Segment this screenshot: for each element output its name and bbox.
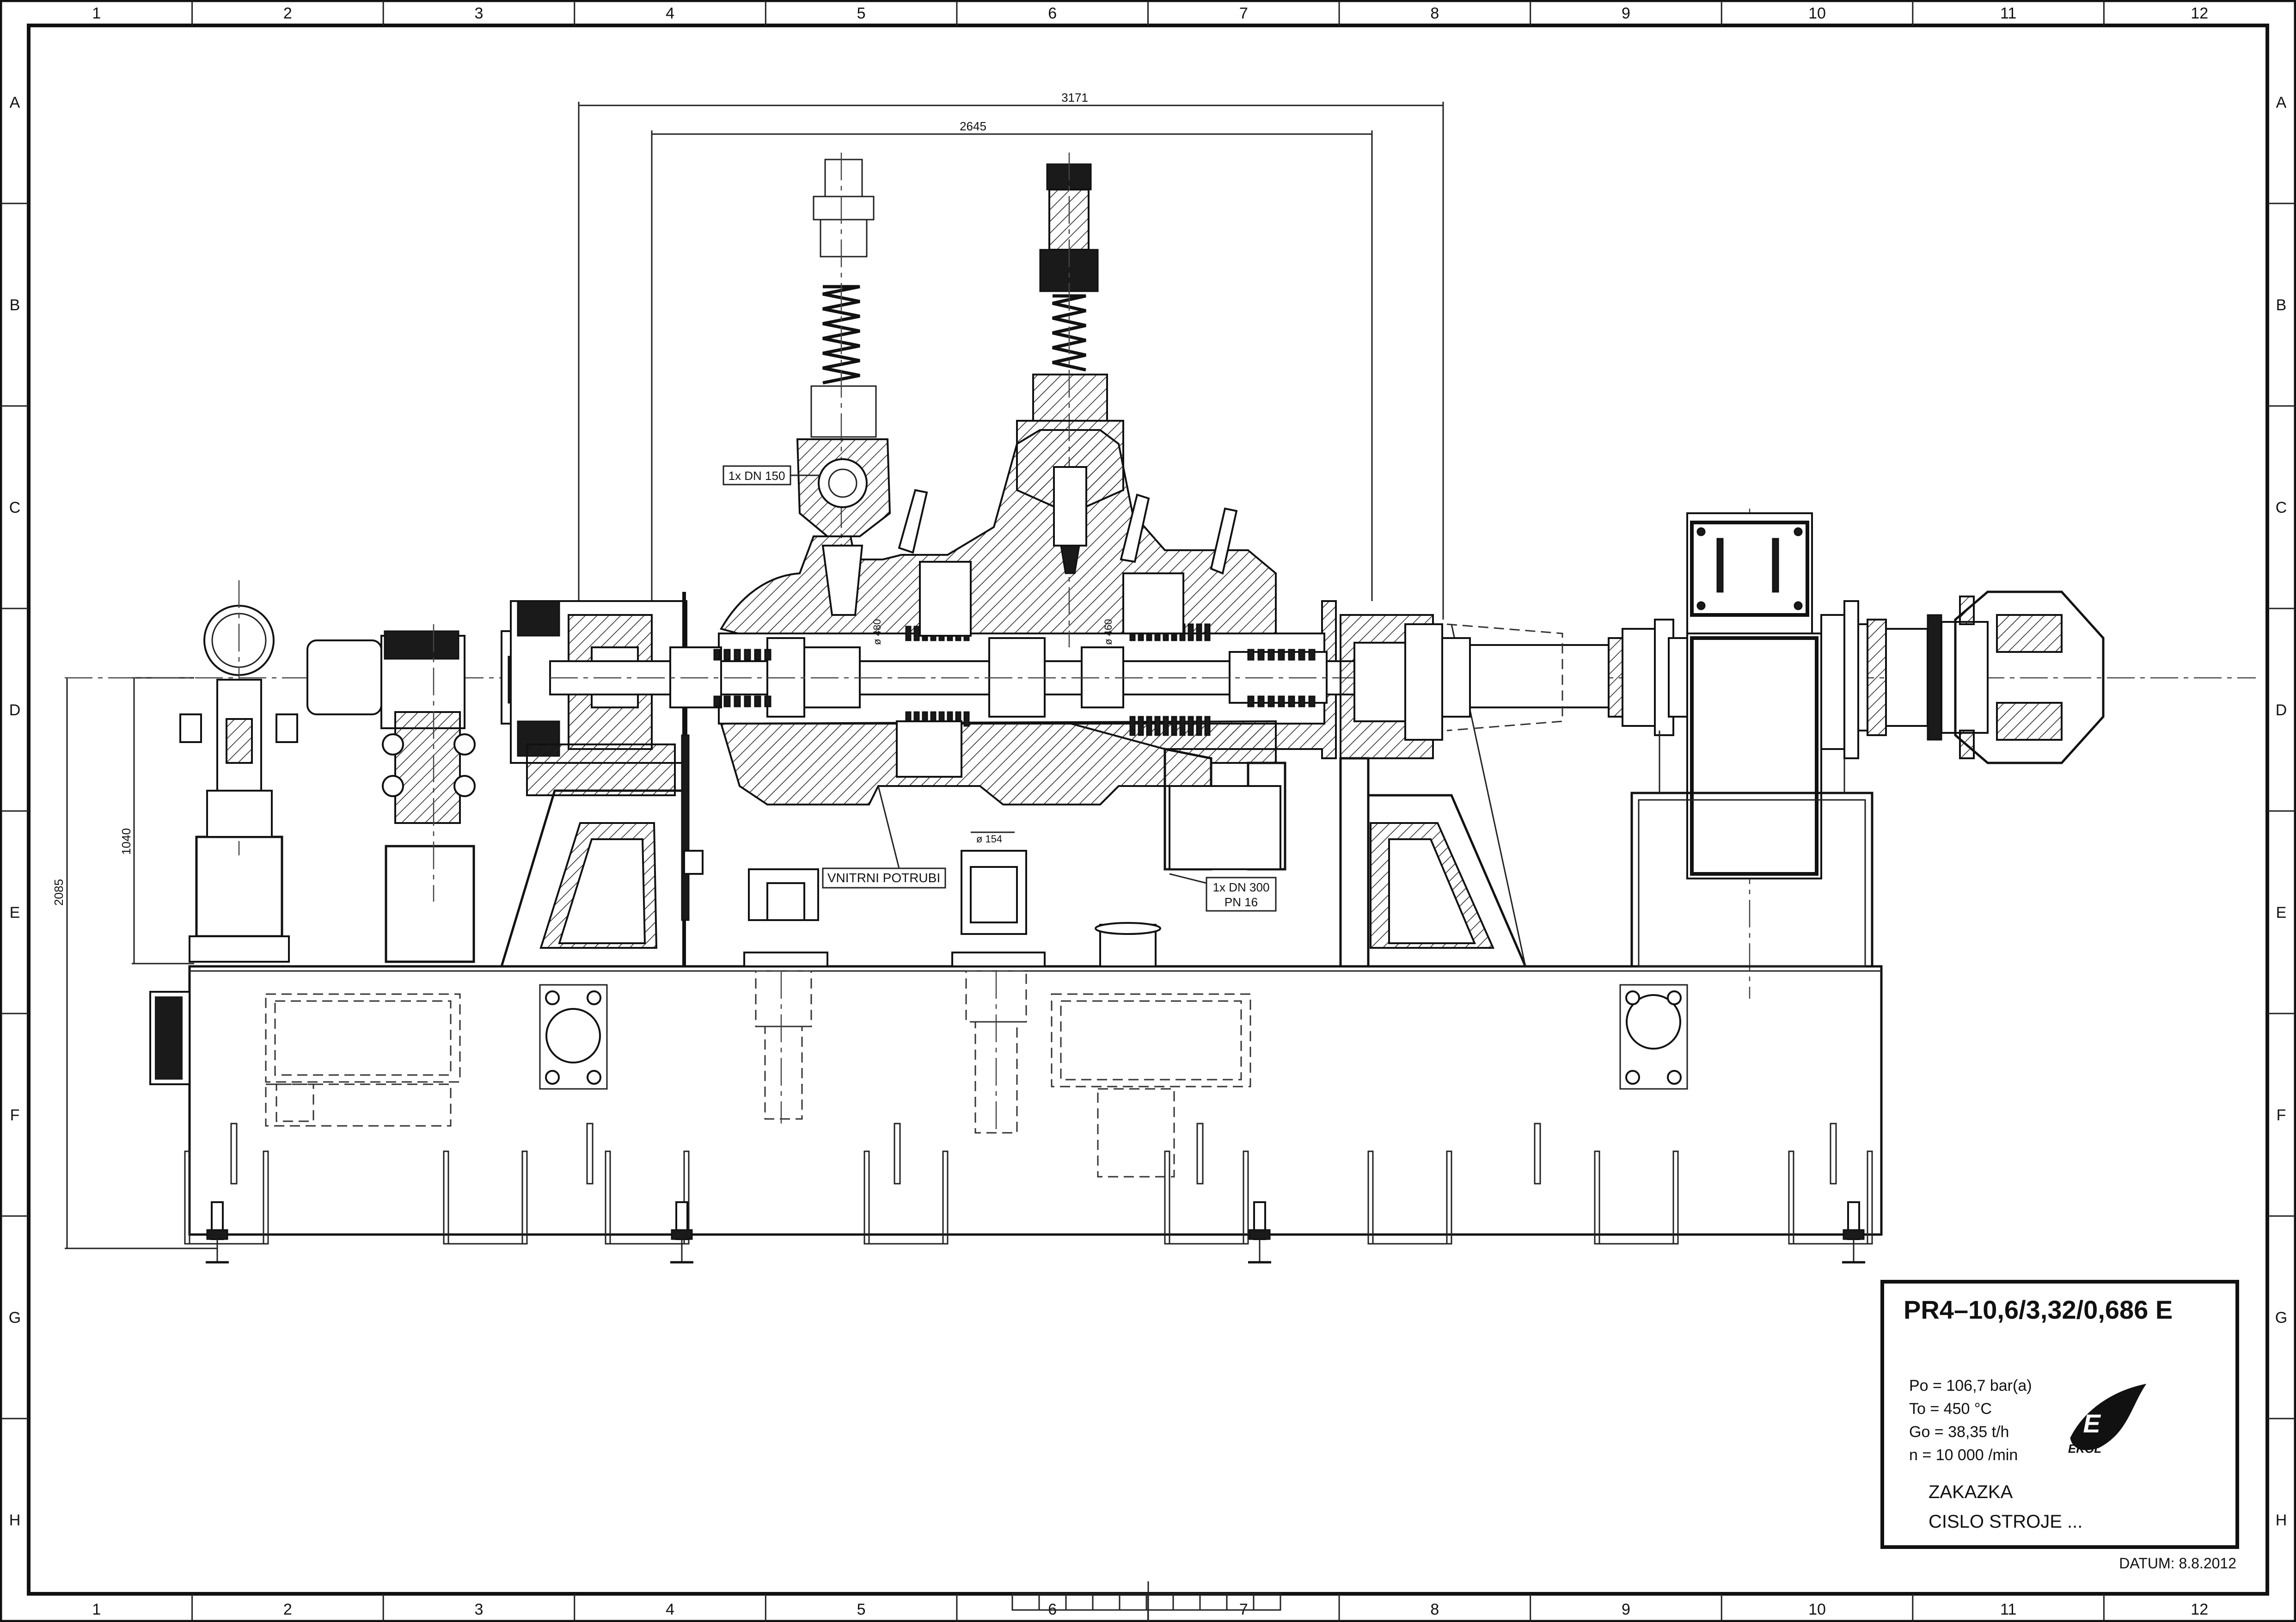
row-label-right-H: H xyxy=(2276,1511,2287,1529)
column-label-bottom-11: 11 xyxy=(2000,1601,2016,1618)
model-designation: PR4–10,6/3,32/0,686 E xyxy=(1904,1295,2173,1324)
rotor-shaft xyxy=(549,637,1419,718)
labyrinth-seals xyxy=(713,649,1419,707)
row-label-left-G: G xyxy=(9,1309,21,1327)
title-block: PR4–10,6/3,32/0,686 E Po = 106,7 bar(a) … xyxy=(1880,1280,2239,1572)
column-label-top-1: 1 xyxy=(92,5,101,22)
column-label-top-10: 10 xyxy=(1808,5,1826,22)
oil-pump-unit xyxy=(179,580,298,963)
row-label-right-B: B xyxy=(2276,296,2287,314)
column-label-bottom-5: 5 xyxy=(857,1601,866,1618)
row-label-left-B: B xyxy=(10,296,20,314)
dimension-height-outer: 2085 xyxy=(52,879,66,906)
param-n: n = 10 000 /min xyxy=(1909,1446,2018,1464)
row-label-right-F: F xyxy=(2277,1106,2286,1124)
row-label-right-E: E xyxy=(2276,904,2287,922)
callout-inlet: 1x DN 150 xyxy=(722,465,820,485)
generator-coupling xyxy=(1857,590,2105,764)
column-label-bottom-4: 4 xyxy=(666,1601,674,1618)
column-label-bottom-12: 12 xyxy=(2191,1601,2208,1618)
callout-inlet-text: 1x DN 150 xyxy=(729,469,785,483)
dimension-casing-width: 2645 xyxy=(960,119,986,133)
column-label-top-5: 5 xyxy=(857,5,866,22)
ekol-logo: E EKOL xyxy=(2068,1383,2147,1456)
front-pedestal xyxy=(500,592,686,968)
drawing-date: DATUM: 8.8.2012 xyxy=(2119,1555,2236,1572)
callout-internal-piping: VNITRNI POTRUBI xyxy=(822,786,946,889)
instrument-stubs xyxy=(898,489,1238,575)
row-label-left-F: F xyxy=(10,1106,20,1124)
column-label-bottom-9: 9 xyxy=(1622,1601,1630,1618)
column-label-top-8: 8 xyxy=(1430,5,1439,22)
column-label-top-4: 4 xyxy=(666,5,674,22)
param-po: Po = 106,7 bar(a) xyxy=(1909,1377,2032,1395)
column-label-top-9: 9 xyxy=(1622,5,1630,22)
stop-valve-assembly xyxy=(796,153,891,616)
turning-gear xyxy=(306,624,476,963)
column-label-bottom-1: 1 xyxy=(92,1601,101,1618)
column-label-top-3: 3 xyxy=(474,5,483,22)
row-label-right-A: A xyxy=(2276,94,2287,111)
levelling-screws xyxy=(206,1201,1865,1264)
machine-number-label: CISLO STROJE ... xyxy=(1929,1511,2082,1532)
row-label-right-G: G xyxy=(2275,1309,2287,1327)
callout-internal-piping-text: VNITRNI POTRUBI xyxy=(827,871,940,885)
dimension-diameter-a: ø 480 xyxy=(871,619,883,645)
column-label-top-7: 7 xyxy=(1239,5,1248,22)
coupling xyxy=(1441,619,1674,736)
row-label-right-D: D xyxy=(2276,701,2287,719)
param-go: Go = 38,35 t/h xyxy=(1909,1423,2009,1441)
row-label-right-C: C xyxy=(2276,499,2287,516)
column-label-top-2: 2 xyxy=(283,5,292,22)
column-label-top-11: 11 xyxy=(2000,5,2016,22)
column-label-bottom-8: 8 xyxy=(1430,1601,1439,1618)
scale-strip xyxy=(1011,1581,1281,1621)
inline-dimensions: ø 480 ø 154 ø 460 xyxy=(871,619,1114,845)
dimension-diameter-c: ø 460 xyxy=(1102,619,1114,645)
row-label-left-E: E xyxy=(10,904,20,922)
row-label-left-A: A xyxy=(10,94,20,111)
front-bearing-housing xyxy=(501,600,687,796)
base-frame xyxy=(149,965,1883,1264)
rear-bearing-housing xyxy=(1339,614,1527,968)
row-zone-labels-right: A B C D E F G H xyxy=(2267,94,2295,1529)
column-label-bottom-2: 2 xyxy=(283,1601,292,1618)
row-label-left-C: C xyxy=(9,499,21,516)
dimension-height-inner: 1040 xyxy=(119,828,133,855)
logo-text: EKOL xyxy=(2068,1442,2101,1456)
bleed-flanges xyxy=(681,734,1161,967)
column-label-bottom-3: 3 xyxy=(474,1601,483,1618)
column-label-top-12: 12 xyxy=(2191,5,2208,22)
dimension-overall-width: 3171 xyxy=(1061,91,1088,104)
main-gearbox xyxy=(1630,512,1874,968)
row-zone-labels-left: A B C D E F G H xyxy=(1,94,29,1529)
callout-exhaust-line2: PN 16 xyxy=(1225,895,1258,909)
callout-exhaust: 1x DN 300 PN 16 xyxy=(1169,873,1277,912)
column-label-bottom-10: 10 xyxy=(1808,1601,1826,1618)
row-label-left-D: D xyxy=(9,701,21,719)
row-label-left-H: H xyxy=(9,1511,21,1529)
column-label-top-6: 6 xyxy=(1048,5,1057,22)
base-ribs xyxy=(184,1123,1873,1245)
callout-exhaust-line1: 1x DN 300 xyxy=(1213,880,1270,894)
control-valve-assembly xyxy=(1016,153,1124,647)
valve-spring-left xyxy=(822,285,860,385)
underfloor-piping xyxy=(755,970,1027,1134)
order-label: ZAKAZKA xyxy=(1929,1482,2013,1502)
logo-letter: E xyxy=(2083,1409,2101,1438)
param-to: To = 450 °C xyxy=(1909,1400,1992,1418)
dimension-diameter-b: ø 154 xyxy=(976,833,1002,845)
